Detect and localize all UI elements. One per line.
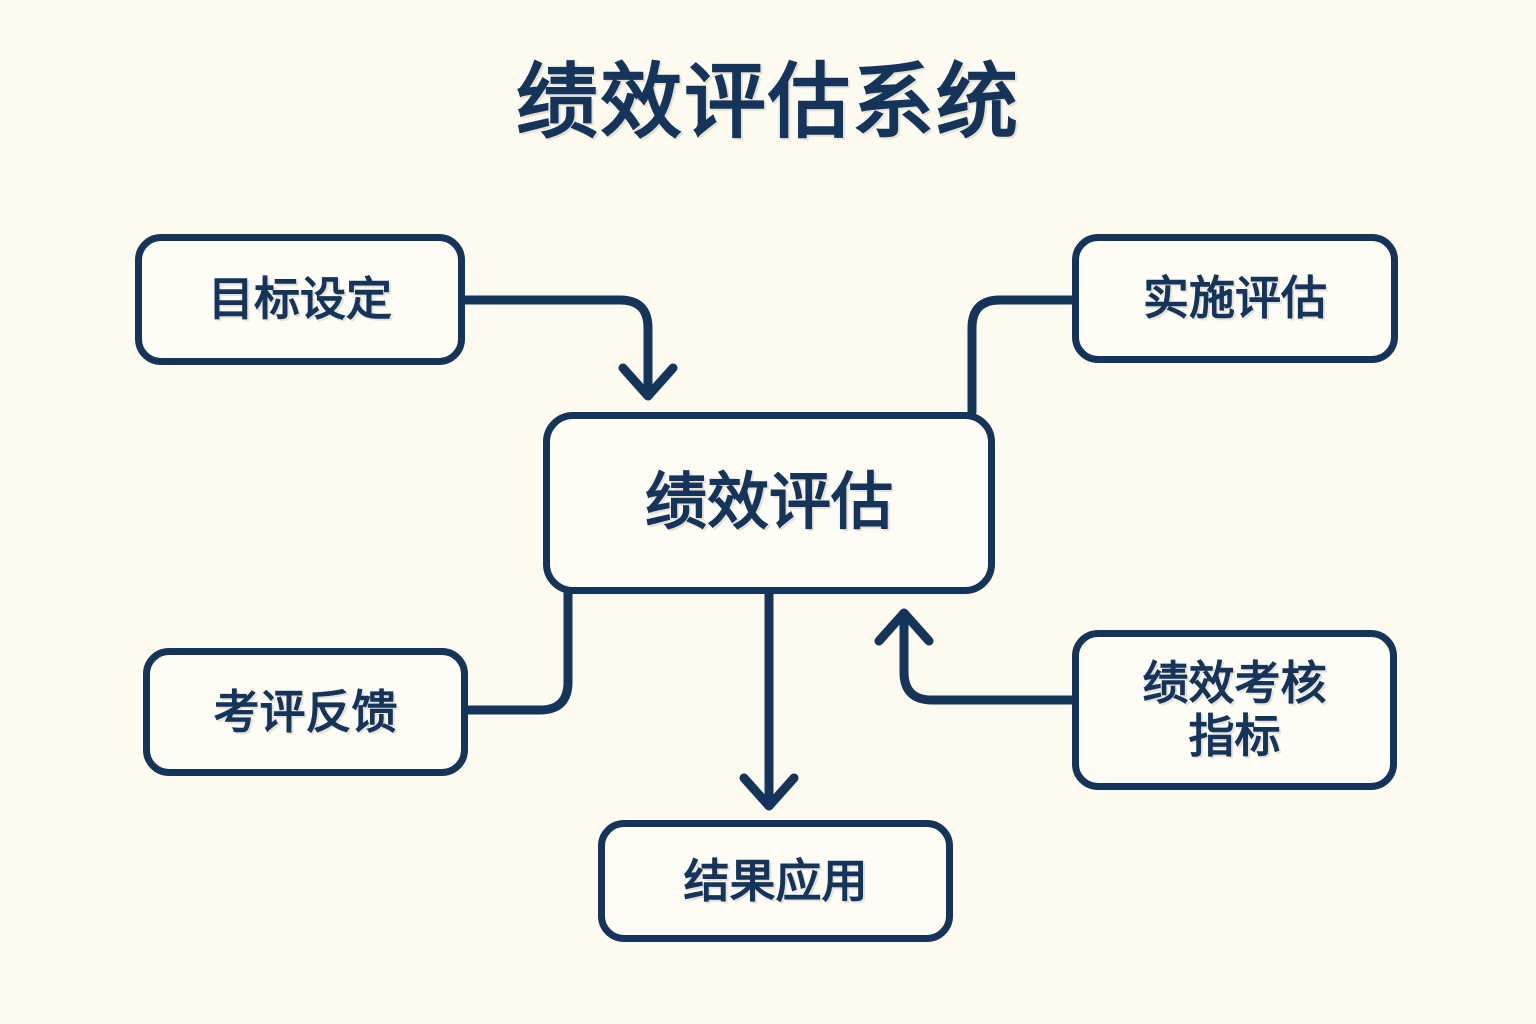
edge-kpi-to-core bbox=[899, 615, 1077, 705]
arrowhead-core-to-result bbox=[739, 773, 799, 811]
page-title: 绩效评估系统 bbox=[515, 57, 1020, 148]
node-performance-indicators-line1: 绩效考核 bbox=[1142, 657, 1327, 710]
node-result-application-label: 结果应用 bbox=[683, 854, 868, 907]
edge-impl-to-core bbox=[967, 295, 1077, 417]
node-goal-setting-label: 目标设定 bbox=[208, 273, 392, 326]
node-goal-setting[interactable]: 目标设定 bbox=[135, 234, 465, 365]
arrowhead-kpi-to-core bbox=[874, 608, 934, 646]
node-appraisal-feedback-label: 考评反馈 bbox=[213, 685, 398, 738]
node-performance-evaluation[interactable]: 绩效评估 bbox=[543, 412, 995, 594]
node-result-application[interactable]: 结果应用 bbox=[598, 820, 953, 942]
edge-goal-to-core bbox=[460, 295, 653, 395]
edge-feed-to-core bbox=[463, 589, 573, 715]
node-performance-indicators-label: 绩效考核 指标 bbox=[1143, 657, 1327, 763]
node-performance-evaluation-label: 绩效评估 bbox=[644, 468, 893, 538]
node-performance-indicators[interactable]: 绩效考核 指标 bbox=[1072, 630, 1397, 790]
node-appraisal-feedback[interactable]: 考评反馈 bbox=[143, 648, 468, 776]
node-implement-evaluation-label: 实施评估 bbox=[1143, 272, 1327, 325]
arrowhead-goal-to-core bbox=[618, 363, 678, 401]
node-implement-evaluation[interactable]: 实施评估 bbox=[1072, 234, 1398, 363]
node-performance-indicators-line2: 指标 bbox=[1188, 710, 1281, 762]
